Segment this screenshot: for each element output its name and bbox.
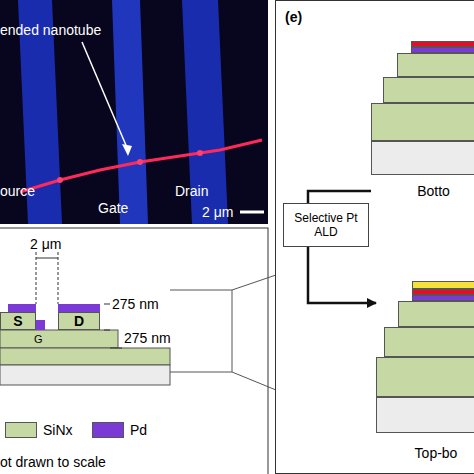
zoom-bracket	[170, 290, 232, 372]
material-layer	[376, 397, 474, 433]
dimension-line	[36, 252, 37, 304]
note-text: ot drawn to scale	[0, 454, 106, 470]
legend-text: Pd	[130, 422, 147, 438]
layer-stack: Top-bo	[376, 281, 474, 461]
process-arrow	[308, 247, 376, 303]
zoom-line	[232, 372, 276, 390]
pointer-line	[82, 42, 128, 150]
scale-bar	[240, 211, 264, 214]
dimension-line	[58, 252, 59, 304]
pd-contact	[8, 304, 36, 312]
callout-text: ended nanotube	[0, 22, 101, 38]
legend-swatch	[92, 422, 124, 438]
nanotube-spot	[137, 159, 143, 165]
node-text: Top-bo	[376, 445, 474, 461]
material-layer	[398, 301, 474, 327]
pd-contact	[58, 304, 100, 312]
legend-text: SiNx	[43, 422, 73, 438]
node-text: S	[1, 313, 35, 329]
panel-box: (e) BottoSelective Pt ALD Top-bo	[275, 0, 474, 474]
node-text: (e)	[285, 9, 302, 25]
electrode-label: ource	[0, 183, 35, 199]
zoom-line	[232, 275, 276, 290]
material-layer	[412, 281, 474, 289]
dimension-label: 2 μm	[30, 236, 61, 252]
dimension-tick	[104, 304, 110, 305]
part-label: G	[34, 331, 43, 347]
nanotube-spot	[57, 177, 63, 183]
node-text: Selective Pt ALD	[284, 211, 368, 239]
layer-stack: Botto	[371, 41, 474, 199]
material-layer	[383, 77, 474, 103]
electrode-label: Gate	[98, 200, 128, 216]
node-text: Botto	[371, 183, 474, 199]
drain-pillar: D	[58, 312, 100, 330]
source-pillar: S	[0, 312, 36, 330]
gate-electrode	[112, 0, 148, 224]
substrate	[0, 365, 170, 385]
dimension-label: 275 nm	[112, 296, 159, 312]
electrode-label: Drain	[175, 183, 208, 199]
legend-swatch	[5, 422, 37, 438]
sinx-layer	[0, 348, 170, 365]
process-box: Selective Pt ALD	[283, 203, 369, 247]
dimension-line	[36, 258, 58, 259]
material-layer	[397, 53, 474, 77]
material-layer	[384, 327, 474, 357]
dimension-label: 275 nm	[124, 330, 171, 346]
nanotube-spot	[197, 150, 203, 156]
scale-label: 2 μm	[202, 204, 233, 220]
micrograph	[0, 0, 268, 224]
process-arrow	[308, 191, 371, 203]
pointer-head	[122, 144, 132, 156]
panel-border	[0, 228, 268, 474]
nanotube	[20, 140, 262, 192]
node-text: D	[59, 313, 99, 329]
sinx-layer	[0, 330, 118, 348]
dimension-tick	[110, 348, 122, 349]
material-layer	[371, 103, 474, 141]
dimension-tick	[104, 330, 110, 331]
material-layer	[371, 141, 474, 175]
material-layer	[376, 357, 474, 397]
